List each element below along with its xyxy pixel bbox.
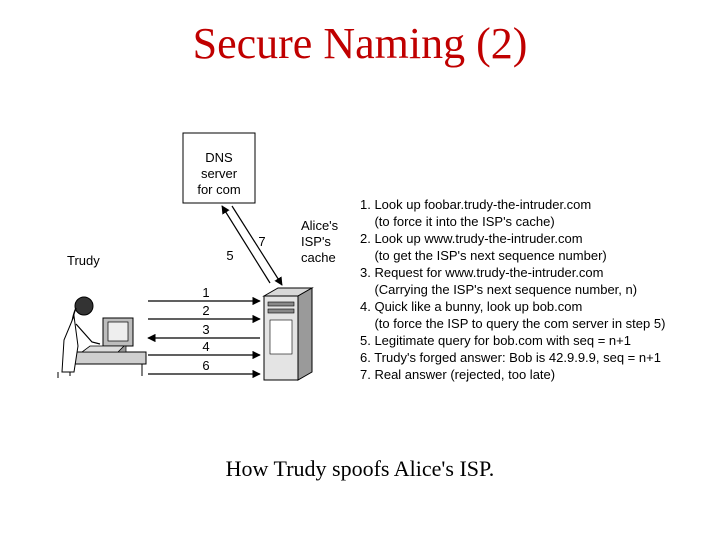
arrow-dns-to-isp — [231, 205, 283, 286]
step-line: 5. Legitimate query for bob.com with seq… — [360, 333, 631, 348]
step-line: 7. Real answer (rejected, too late) — [360, 367, 555, 382]
arrow-number: 4 — [202, 339, 209, 354]
step-line: (to get the ISP's next sequence number) — [360, 248, 607, 263]
trudy-label: Trudy — [67, 253, 100, 268]
isp-server-icon — [262, 287, 314, 381]
dns-box-line: for com — [197, 182, 240, 197]
step-line: (Carrying the ISP's next sequence number… — [360, 282, 637, 297]
step-line: 1. Look up foobar.trudy-the-intruder.com — [360, 197, 591, 212]
step-line: (to force it into the ISP's cache) — [360, 214, 555, 229]
arrow-number-5: 5 — [226, 248, 233, 263]
arrow-number: 1 — [202, 285, 209, 300]
step-line: 3. Request for www.trudy-the-intruder.co… — [360, 265, 604, 280]
arrow-number-7: 7 — [258, 234, 265, 249]
step-line: 2. Look up www.trudy-the-intruder.com — [360, 231, 583, 246]
step-line: (to force the ISP to query the com serve… — [360, 316, 665, 331]
arrow-isp-to-dns — [221, 205, 271, 284]
slide-title: Secure Naming (2) — [192, 19, 528, 68]
step-line: 4. Quick like a bunny, look up bob.com — [360, 299, 582, 314]
dns-server-box: DNS server for com — [182, 132, 256, 204]
isp-label-line: Alice's — [301, 218, 339, 233]
isp-label-line: ISP's — [301, 234, 331, 249]
step-line: 6. Trudy's forged answer: Bob is 42.9.9.… — [360, 350, 661, 365]
trudy-computer-icon — [57, 296, 147, 378]
figure-caption: How Trudy spoofs Alice's ISP. — [225, 456, 495, 481]
steps-list: 1. Look up foobar.trudy-the-intruder.com… — [360, 197, 665, 382]
arrow-number: 6 — [202, 358, 209, 373]
dns-box-line: server — [201, 166, 238, 181]
isp-label-line: cache — [301, 250, 336, 265]
arrow-number: 3 — [202, 322, 209, 337]
dns-box-line: DNS — [205, 150, 233, 165]
arrow-number: 2 — [202, 303, 209, 318]
